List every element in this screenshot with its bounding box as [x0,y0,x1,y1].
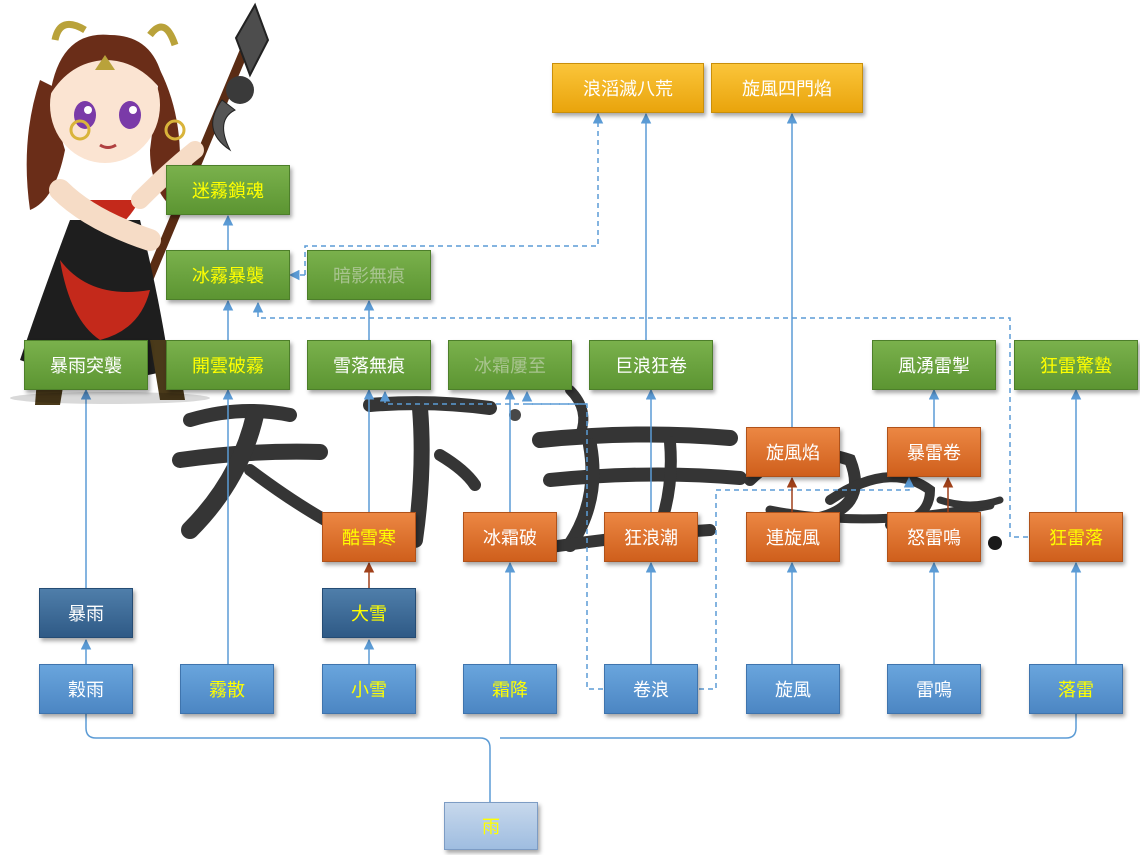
node-base-5[interactable]: 卷浪 [604,664,698,714]
node-tier3-4[interactable]: 冰霜破 [463,512,557,562]
node-tier3-3[interactable]: 酷雪寒 [322,512,416,562]
node-upper1-2[interactable]: 冰霧暴襲 [166,250,290,300]
node-final-whirl[interactable]: 旋風四門焰 [711,63,863,113]
node-base-4[interactable]: 霜降 [463,664,557,714]
node-top-4[interactable]: 冰霜屢至 [448,340,572,390]
node-top-8[interactable]: 狂雷驚蟄 [1014,340,1138,390]
node-side-3[interactable]: 暗影無痕 [307,250,431,300]
node-base-8[interactable]: 落雷 [1029,664,1123,714]
node-top-1[interactable]: 暴雨突襲 [24,340,148,390]
node-tier4-6[interactable]: 旋風焰 [746,427,840,477]
root-node[interactable]: 雨 [444,802,538,850]
node-top-5[interactable]: 巨浪狂卷 [589,340,713,390]
node-tier3-8[interactable]: 狂雷落 [1029,512,1123,562]
node-top-3[interactable]: 雪落無痕 [307,340,431,390]
node-tier3-7[interactable]: 怒雷鳴 [887,512,981,562]
node-mid-3[interactable]: 大雪 [322,588,416,638]
node-final-wave[interactable]: 浪滔滅八荒 [552,63,704,113]
node-base-6[interactable]: 旋風 [746,664,840,714]
node-top-7[interactable]: 風湧雷掣 [872,340,996,390]
node-tier3-5[interactable]: 狂浪潮 [604,512,698,562]
node-base-2[interactable]: 霧散 [180,664,274,714]
node-tier4-7[interactable]: 暴雷卷 [887,427,981,477]
node-mid-1[interactable]: 暴雨 [39,588,133,638]
node-base-1[interactable]: 穀雨 [39,664,133,714]
node-tier3-6[interactable]: 連旋風 [746,512,840,562]
node-top-2[interactable]: 開雲破霧 [166,340,290,390]
node-base-3[interactable]: 小雪 [322,664,416,714]
node-base-7[interactable]: 雷鳴 [887,664,981,714]
character-illustration [10,2,270,405]
node-upper2-2[interactable]: 迷霧鎖魂 [166,165,290,215]
